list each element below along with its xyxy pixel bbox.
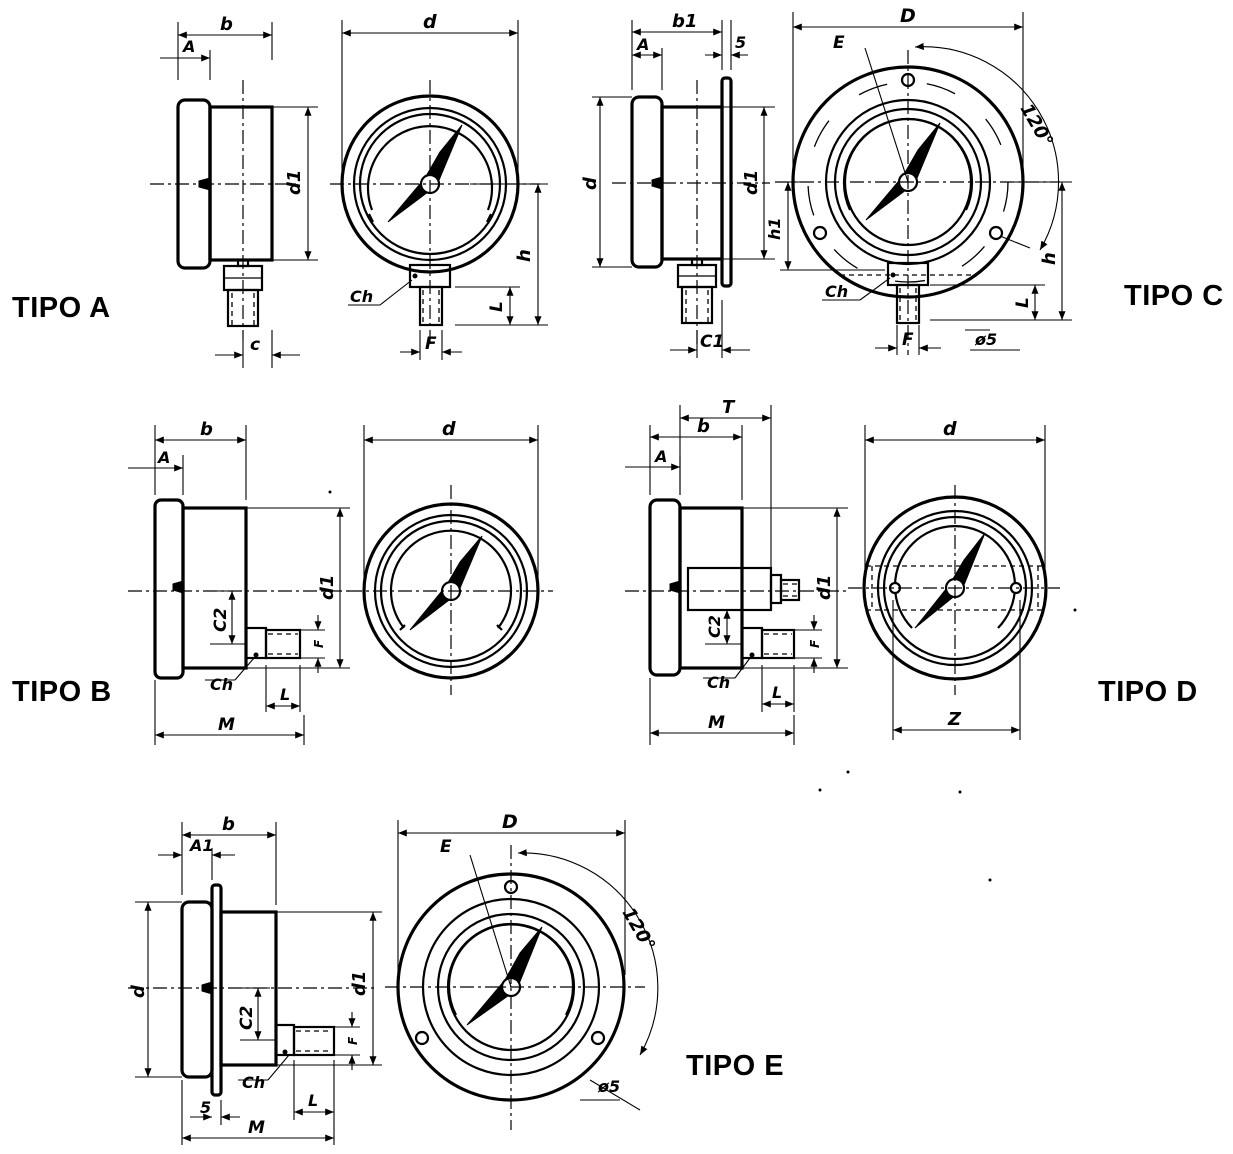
dim-D-label-e: D [502,811,518,833]
dim-d1-label-c: d1 [741,170,762,195]
dim-E-label: E [833,33,845,53]
dim-b-label-d: b [697,416,710,437]
dim-angle-label: 120° [1016,100,1057,151]
tipo-b-front-view: d [348,418,553,695]
tipo-a-side-view: b A d1 c [150,14,318,368]
dim-d-label-d: d [943,418,957,440]
dim-angle-label-e: 120° [618,904,659,955]
dim-m-label-e: M [248,1118,265,1138]
dim-c-label: c [250,335,260,355]
tipo-c-label: TIPO C [1124,280,1224,312]
dim-h-label: h [514,249,535,262]
tipo-a-front-view: d h L F Ch [330,11,548,360]
tipo-b-label: TIPO B [12,676,112,708]
dim-m-label-d: M [708,713,725,733]
dim-f-label-c: F [902,330,914,350]
dim-c2-label-d: C2 [705,615,724,638]
dim-b-label-e: b [222,814,235,835]
dim-c2-label-b: C2 [211,608,231,632]
dim-f-label-e: F [346,1036,360,1045]
tipo-d-label: TIPO D [1098,676,1198,708]
dim-d1-label-b: d1 [317,575,338,600]
tipo-b-side-view: b A C2 d1 F L M Ch [128,419,350,745]
dim-f-label-b: F [312,639,326,648]
tipo-e-front-view: D E 120° ø5 [385,811,659,1130]
dim-5-label: 5 [735,33,746,52]
tipo-a-label: TIPO A [12,292,111,324]
dim-f-label-d: F [808,639,822,648]
tipo-c-front-view: D E 120° h L h1 F Ch ø5 [765,5,1072,355]
dim-d-label-b: d [442,418,456,440]
dim-hole-label-c: ø5 [974,330,997,349]
tipo-e-label: TIPO E [686,1050,785,1082]
dim-h1-label: h1 [765,217,784,240]
dim-b1-label: b1 [672,11,697,32]
dim-d1-label-e: d1 [349,971,370,996]
dim-l-label-d: L [772,683,782,702]
dim-E-label-e: E [440,837,452,857]
dim-z-label: Z [947,709,962,730]
scan-specks [328,490,1077,882]
dim-b-label: b [220,14,233,35]
dim-t-label: T [722,397,736,418]
tipo-d-side-view: b T A C2 d1 F L M Ch [625,397,850,745]
dim-ch-label-e: Ch [242,1073,265,1092]
dim-d-label-e-side: d [128,984,149,998]
dim-ch-label: Ch [350,287,373,306]
dim-l-label-c: L [1013,297,1033,308]
dim-a-label-c: A [635,35,649,54]
dim-d1-label: d1 [284,170,305,195]
dim-b-label-b: b [200,419,213,440]
dim-l-label-b: L [280,685,290,704]
dim-5-label-e: 5 [200,1098,211,1117]
dim-a-label: A [181,37,195,56]
dim-d-label-c-side: d [580,176,601,190]
dim-a1-label: A1 [188,836,214,855]
dim-ch-label-b: Ch [210,675,233,694]
dim-ch-label-c: Ch [825,282,848,301]
dim-d-label: d [423,11,437,33]
dim-c1-label: C1 [700,332,724,352]
dim-h-label-c: h [1039,252,1060,265]
dim-hole-label-e: ø5 [597,1077,620,1096]
tipo-c-side-view: b1 A 5 d d1 C1 [580,11,775,358]
dim-a-label-d: A [653,447,667,466]
dim-D-label: D [900,5,916,27]
dim-ch-label-d: Ch [707,673,730,692]
dim-l-label-e: L [308,1091,318,1110]
dim-d1-label-d: d1 [814,575,835,600]
dim-c2-label-e: C2 [237,1006,257,1030]
dim-f-label: F [425,334,437,354]
dim-l-label: L [487,301,507,312]
dim-a-label-b: A [156,448,170,467]
tipo-e-side-view: b A1 d C2 d1 F L 5 M Ch [128,814,382,1145]
dim-m-label-b: M [218,715,235,735]
tipo-d-front-view: d Z [848,418,1060,740]
